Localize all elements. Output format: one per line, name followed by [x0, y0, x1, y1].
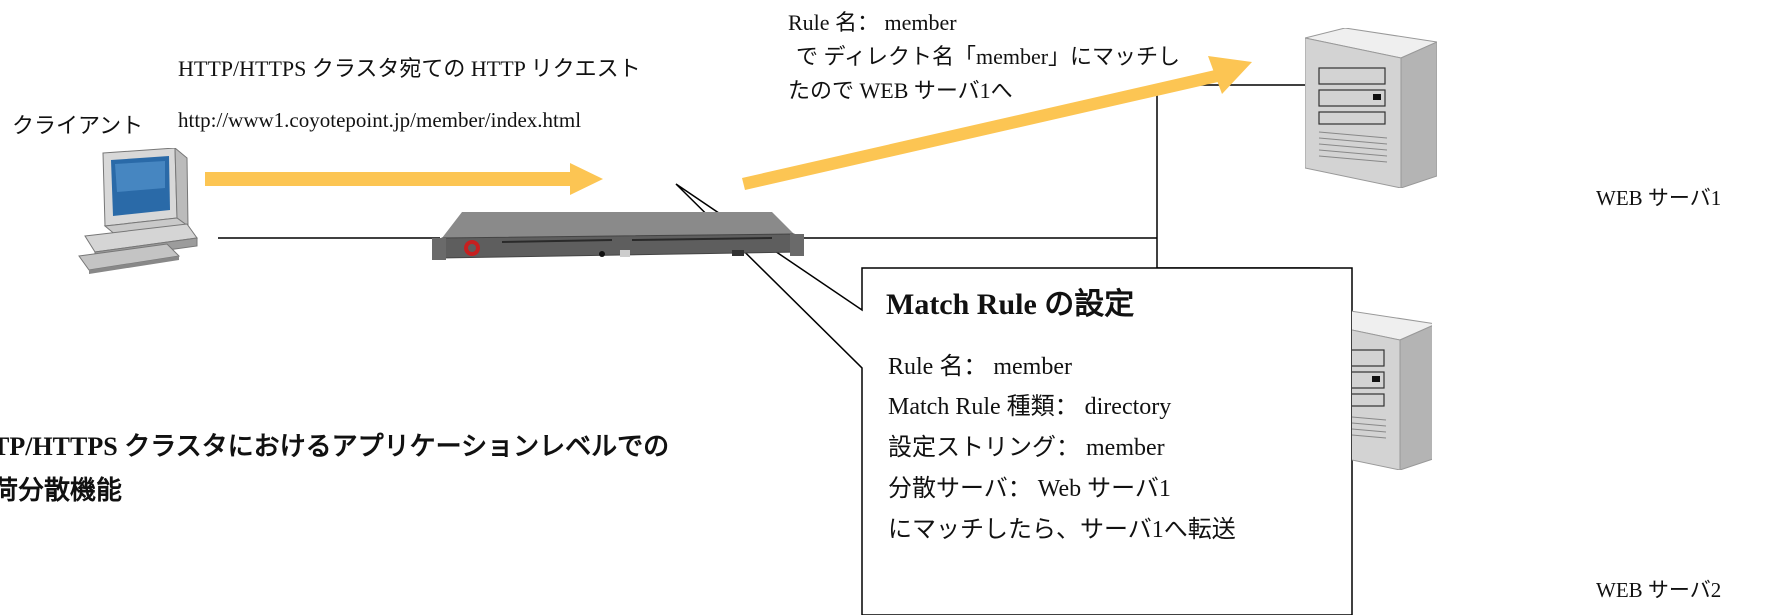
server2-icon	[1352, 310, 1432, 470]
routing-note-line1: Rule 名： member	[788, 10, 957, 35]
callout-line: Match Rule 種類： directory	[888, 394, 1172, 420]
load-balancer-device-icon	[432, 212, 804, 270]
caption-line2: 荷分散機能	[0, 476, 123, 505]
server2-label: WEB サーバ2	[1596, 578, 1722, 602]
callout-line: Rule 名： member	[888, 354, 1072, 380]
callout-title: Match Rule の設定	[886, 288, 1135, 321]
client-label: クライアント	[12, 114, 144, 139]
request-title: HTTP/HTTPS クラスタ宛ての HTTP リクエスト	[178, 56, 641, 81]
server1-icon	[1304, 27, 1439, 189]
callout-line: 設定ストリング： member	[888, 435, 1165, 461]
forward-arrow	[742, 56, 1252, 190]
callout-line: 分散サーバ： Web サーバ1	[888, 476, 1171, 502]
caption-line1: TP/HTTPS クラスタにおけるアプリケーションレベルでの	[0, 432, 670, 461]
routing-note-line3: たので WEB サーバ1へ	[788, 78, 1013, 103]
server1-label: WEB サーバ1	[1596, 186, 1722, 210]
request-url: http://www1.coyotepoint.jp/member/index.…	[178, 108, 582, 132]
request-arrow	[205, 163, 603, 195]
callout-line: にマッチしたら、サーバ1へ転送	[888, 517, 1236, 543]
client-computer-icon	[75, 146, 200, 278]
routing-note-line2: で ディレクト名「member」にマッチし	[796, 44, 1181, 69]
